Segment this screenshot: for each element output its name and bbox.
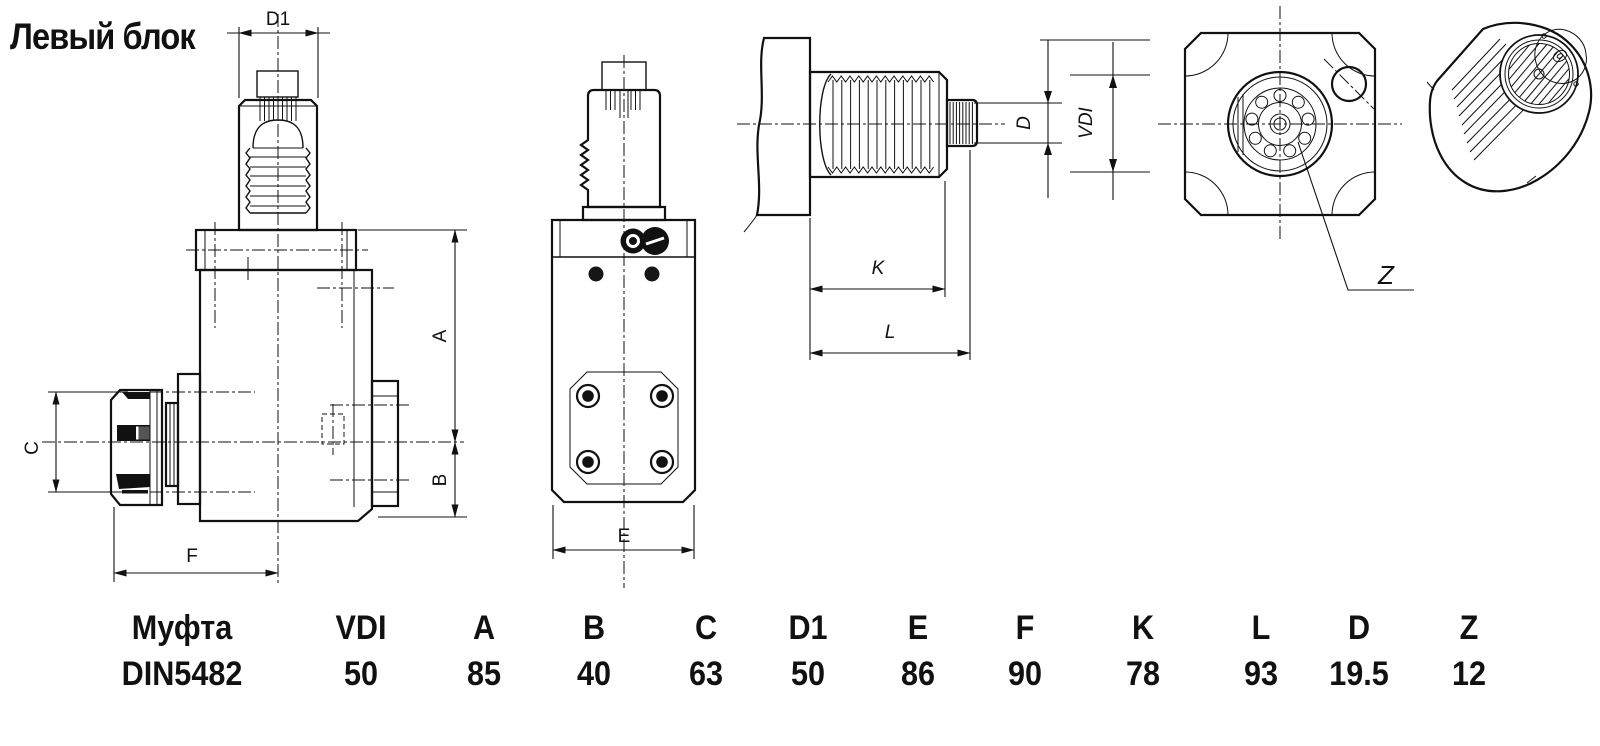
collet-chuck xyxy=(109,388,180,507)
right-mount-pad xyxy=(370,379,400,508)
table-column-c: C 63 xyxy=(689,604,723,696)
column-value: 63 xyxy=(688,655,724,693)
dimension-K: K xyxy=(809,181,946,360)
drive-lug xyxy=(1534,28,1587,84)
table-column-f: F 90 xyxy=(1008,604,1042,696)
drive-spline-top xyxy=(256,70,299,121)
dim-label-l: L xyxy=(885,322,896,343)
shaft-front xyxy=(579,88,667,222)
front-view: E xyxy=(550,55,697,588)
column-value: 50 xyxy=(343,655,379,693)
dim-label-d: D xyxy=(1014,116,1035,130)
drive-spline-top-front xyxy=(601,61,647,118)
column-value: 78 xyxy=(1125,655,1161,693)
dimension-VDI: VDI xyxy=(1070,42,1150,200)
dimension-C: C xyxy=(22,391,128,493)
dimension-table: Муфта DIN5482 VDI 50 A 85 B 40 C 63 D1 5… xyxy=(0,604,1600,704)
drawing-canvas: D1 C F A B xyxy=(22,6,1593,588)
coupling-face xyxy=(1499,28,1587,114)
dim-label-k: K xyxy=(872,258,886,279)
table-column-l: L 93 xyxy=(1244,604,1278,696)
table-column-b: B 40 xyxy=(577,604,611,696)
column-header: K xyxy=(1131,609,1155,647)
table-column-d: D 19.5 xyxy=(1329,604,1389,696)
column-header: D xyxy=(1347,609,1371,647)
dimension-L: L xyxy=(809,150,971,360)
body-front xyxy=(550,218,697,504)
dim-label-vdi: VDI xyxy=(1076,106,1097,138)
left-mount-plate xyxy=(176,372,202,506)
dimension-A-B: A B xyxy=(358,229,467,518)
dim-label-d1: D1 xyxy=(266,9,290,30)
column-header: E xyxy=(907,609,929,647)
dim-label-b: B xyxy=(430,474,451,487)
pin-hole-right xyxy=(644,266,660,282)
flange-face-view: Z xyxy=(1158,6,1414,291)
turret-wall xyxy=(743,36,812,233)
thread-stripes xyxy=(1451,38,1546,161)
side-view: D1 C F A B xyxy=(22,9,467,586)
bolt-plate xyxy=(569,371,679,485)
table-column-a: A 85 xyxy=(467,604,501,696)
z-leader: Z xyxy=(1297,141,1414,291)
shank-side-view: D VDI K L xyxy=(737,36,1150,360)
square-flange xyxy=(1183,31,1377,217)
column-header: Муфта xyxy=(131,609,233,647)
dimension-D1: D1 xyxy=(227,9,330,98)
column-value: 50 xyxy=(790,655,826,693)
column-header: L xyxy=(1251,609,1271,647)
column-value: 12 xyxy=(1451,655,1487,693)
top-flange xyxy=(194,228,358,280)
bolts xyxy=(575,383,675,475)
table-column-mufta: Муфта DIN5482 xyxy=(122,604,243,696)
pin-hole-left xyxy=(588,266,604,282)
internal-spline-bore xyxy=(1243,87,1317,161)
collet-nut xyxy=(109,388,164,507)
column-header: D1 xyxy=(788,609,828,647)
column-value: DIN5482 xyxy=(121,655,243,693)
column-header: B xyxy=(582,609,606,647)
dim-label-f: F xyxy=(186,546,198,567)
column-header: Z xyxy=(1459,609,1479,647)
column-value: 85 xyxy=(466,655,502,693)
column-header: VDI xyxy=(335,609,387,647)
dimension-F: F xyxy=(113,507,279,582)
main-body xyxy=(176,268,400,523)
table-column-e: E 86 xyxy=(901,604,935,696)
column-value: 40 xyxy=(576,655,612,693)
table-column-k: K 78 xyxy=(1126,604,1160,696)
table-column-d1: D1 50 xyxy=(788,604,827,696)
dim-label-a: A xyxy=(430,329,451,342)
column-header: C xyxy=(694,609,718,647)
column-value: 19.5 xyxy=(1329,655,1389,693)
adjust-screw-left xyxy=(620,228,646,254)
table-column-vdi: VDI 50 xyxy=(335,604,386,696)
column-header: A xyxy=(472,609,496,647)
threaded-shank xyxy=(808,70,949,179)
column-value: 86 xyxy=(900,655,936,693)
column-value: 93 xyxy=(1243,655,1279,693)
index-pin-hole xyxy=(1323,58,1375,110)
column-header: F xyxy=(1015,609,1035,647)
table-column-z: Z 12 xyxy=(1452,604,1486,696)
spline-stub xyxy=(945,98,979,148)
isometric-view xyxy=(1426,21,1593,193)
dim-label-z: Z xyxy=(1377,260,1395,290)
dimension-D: D xyxy=(974,40,1062,198)
dimension-E: E xyxy=(552,505,695,559)
dim-label-c: C xyxy=(22,441,43,455)
dim-label-e: E xyxy=(618,526,631,547)
page-title: Левый блок xyxy=(10,16,196,57)
column-value: 90 xyxy=(1007,655,1043,693)
